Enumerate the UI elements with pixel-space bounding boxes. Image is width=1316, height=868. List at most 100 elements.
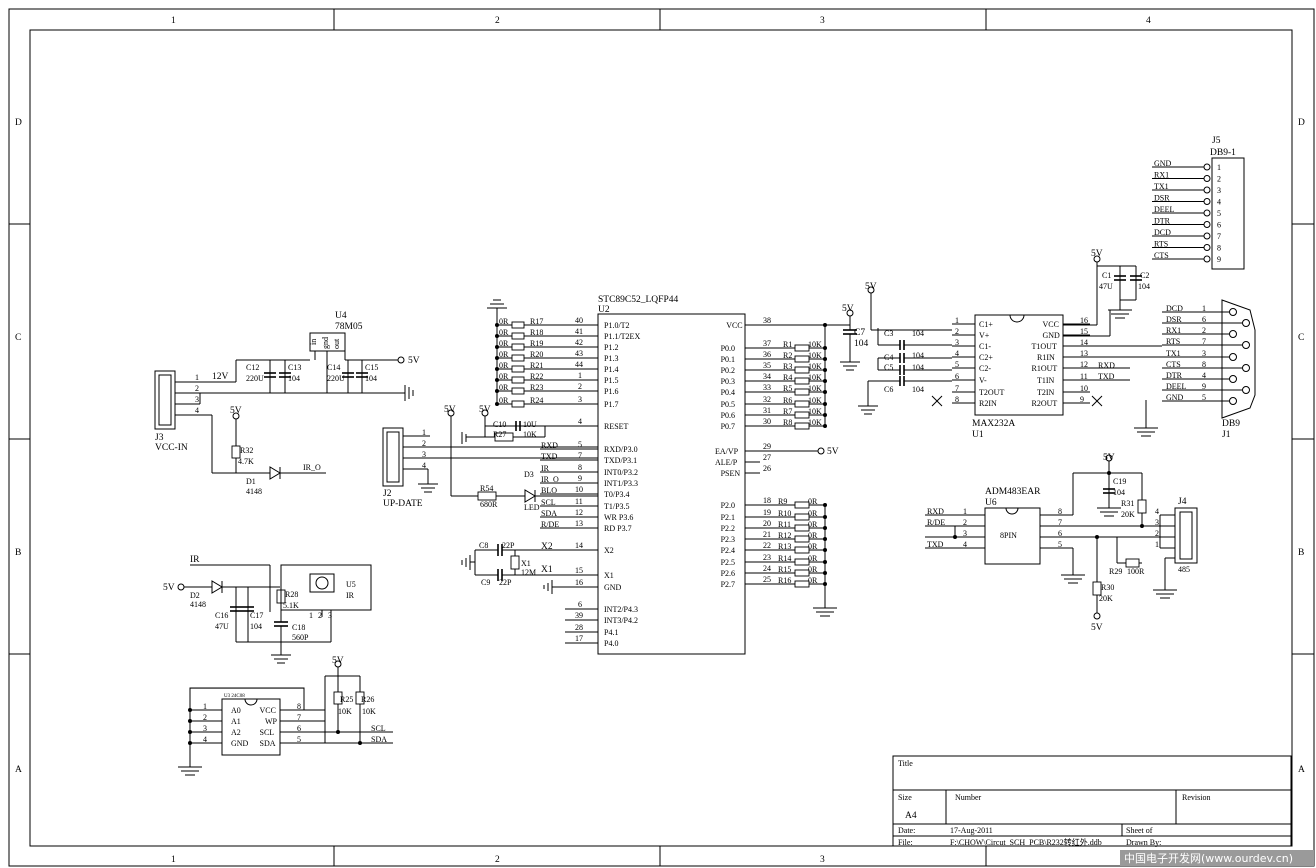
mcu-left-pin-name: INT1/P3.3 [604, 479, 638, 488]
eeprom-right-pin-name: SCL [260, 728, 275, 737]
j5-pin-num: 1 [1217, 163, 1221, 172]
eeprom-sda-net: SDA [371, 735, 387, 744]
j5-net-label: RTS [1154, 240, 1168, 249]
mcu-right-pin-name: EA/VP [715, 447, 739, 456]
row-label-c: C [15, 333, 21, 343]
u6-left-pin-num: 3 [963, 529, 967, 538]
u6-left-pin-num: 1 [963, 507, 967, 516]
mcu-right-pin-name: P0.0 [721, 344, 735, 353]
max232-left-pin-name: C2+ [979, 353, 993, 362]
p0-res-ref: R1 [783, 340, 792, 349]
j1-pin-num: 4 [1202, 371, 1206, 380]
mcu-right-pin-name: P0.4 [721, 388, 735, 397]
max232-left-pin-num: 6 [955, 372, 959, 381]
r27-val: 10K [523, 430, 537, 439]
c8-ref: C8 [479, 541, 488, 550]
j5-pin-num: 2 [1217, 175, 1221, 184]
j1-net-label: DEEL [1166, 382, 1187, 391]
mcu-left-pin-num: 14 [575, 541, 583, 550]
mcu-right-pin-name: P0.7 [721, 422, 735, 431]
d3-val: LED [524, 503, 540, 512]
j1-pin-hole [1229, 397, 1237, 405]
eeprom-right-pin-name: SDA [260, 739, 276, 748]
j1-net-label: RTS [1166, 337, 1180, 346]
mcu-left-pin-num: 28 [575, 623, 583, 632]
p2-res-ref: R10 [778, 509, 791, 518]
j5-pin-num: 7 [1217, 232, 1221, 241]
eeprom-right-pin-name: VCC [260, 706, 276, 715]
mcu-left-pin-name: P1.4 [604, 365, 618, 374]
mcu-right-pin-name: ALE/P [715, 458, 738, 467]
mcu-right-pin-name: P2.1 [721, 513, 735, 522]
j5-pin-num: 8 [1217, 244, 1221, 253]
mcu-right-pin-num: 33 [763, 383, 771, 392]
p0-res-ref: R8 [783, 418, 792, 427]
p0-resistor [794, 400, 810, 408]
p2-res-ref: R9 [778, 497, 787, 506]
mcu-left-pin-name: P1.6 [604, 387, 618, 396]
j3-pin-3: 3 [195, 395, 199, 404]
mcu-left-pin-num: 8 [578, 463, 582, 472]
j1-net-label: RX1 [1166, 326, 1181, 335]
c18-val: 560P [292, 633, 309, 642]
max232-left-pin-name: C2- [979, 364, 991, 373]
mcu-right-pin-num: 36 [763, 350, 771, 359]
u4-pin-in: in [309, 339, 318, 345]
p2-res-val: 0R [808, 542, 818, 551]
row-label-b-right: B [1298, 548, 1304, 558]
j2-pin-4: 4 [422, 461, 426, 470]
mcu-left-pin-name: P1.2 [604, 343, 618, 352]
eeprom-scl-net: SCL [371, 724, 386, 733]
mcu-left-pin-num: 15 [575, 566, 583, 575]
eeprom-left-pin-num: 3 [203, 724, 207, 733]
j5-pin-hole [1203, 186, 1211, 194]
p1-res-ref: R17 [530, 317, 543, 326]
j4-pin-2: 2 [1155, 529, 1159, 538]
p1-res-ref: R21 [530, 361, 543, 370]
mcu-left-pin-name: P1.3 [604, 354, 618, 363]
u6-ref: U6 [985, 498, 997, 508]
j1-pin-hole [1242, 364, 1250, 372]
p2-resistor [794, 558, 810, 566]
mcu-right-pin-num: 30 [763, 417, 771, 426]
mcu-left-pin-num: 12 [575, 508, 583, 517]
max232-right-pin-name: T2IN [1037, 388, 1055, 397]
mcu-right-pin-name: P0.5 [721, 400, 735, 409]
c14-ref: C14 [327, 363, 340, 372]
j5-part: DB9-1 [1210, 148, 1236, 158]
mcu-right-pin-name: P0.3 [721, 377, 735, 386]
j1-pin-num: 1 [1202, 304, 1206, 313]
mcu-left-pin-name: INT3/P4.2 [604, 616, 638, 625]
mcu-left-pin-num: 5 [578, 440, 582, 449]
row-label-d-right: D [1298, 118, 1305, 128]
mcu-right-pin-num: 18 [763, 496, 771, 505]
max232-right-pin-name: VCC [1043, 320, 1059, 329]
crystal-val: 12M [521, 568, 536, 577]
j1-pin-hole [1229, 308, 1237, 316]
eeprom-left-pin-name: A0 [231, 706, 241, 715]
mcu-right-pin-num: 19 [763, 508, 771, 517]
max232-right-pin-name: GND [1043, 331, 1061, 340]
r26-ref: R26 [361, 695, 374, 704]
mcu-left-pin-num: 6 [578, 600, 582, 609]
r31-ref: R31 [1121, 499, 1134, 508]
p1-res-ref: R23 [530, 383, 543, 392]
c9-val: 22P [499, 578, 512, 587]
p0-resistor [794, 411, 810, 419]
row-label-b: B [15, 548, 21, 558]
mcu-right-pin-num: 26 [763, 464, 771, 473]
p2-resistor [794, 569, 810, 577]
j1-pin-hole [1242, 341, 1250, 349]
v12-label: 12V [212, 372, 229, 382]
mcu-left-pin-name: RD P3.7 [604, 524, 632, 533]
eeprom-left-pin-name: GND [231, 739, 249, 748]
p1-res-val: 0R [499, 383, 509, 392]
max232-5v-top: 5V [1091, 249, 1103, 259]
p2-resistor [794, 501, 810, 509]
max232-right-pin-num: 15 [1080, 327, 1088, 336]
mcu-left-pin-num: 2 [578, 382, 582, 391]
col-label-2-bottom: 2 [495, 855, 500, 865]
